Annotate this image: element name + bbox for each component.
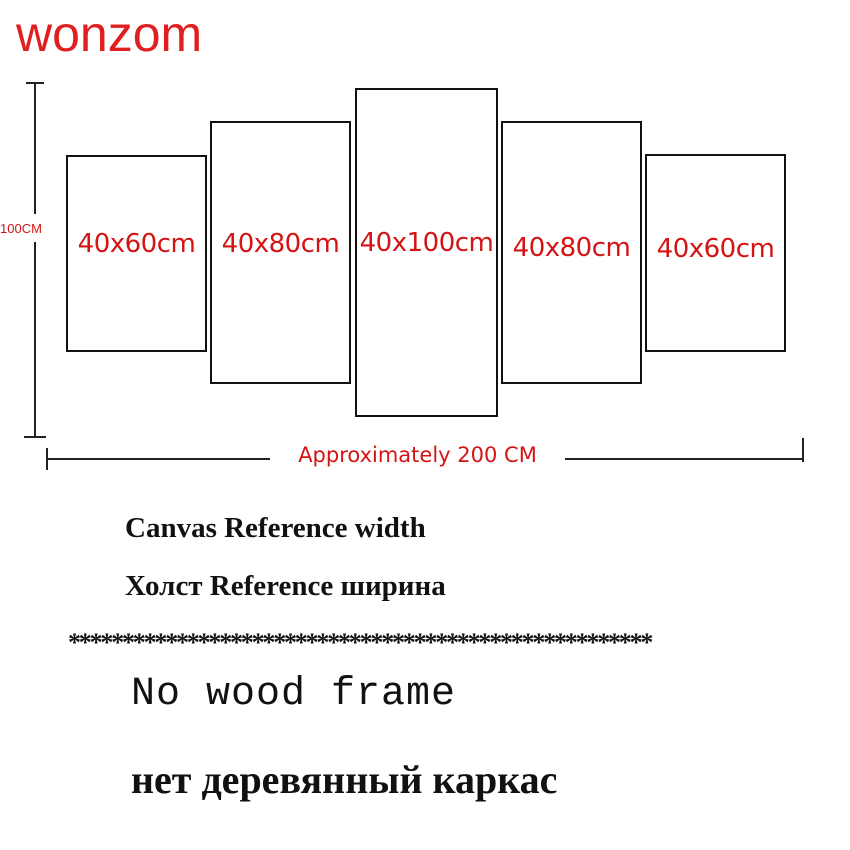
width-right-tick [802, 438, 804, 462]
panel-1: 40x60cm [66, 155, 207, 352]
panel-5: 40x60cm [645, 154, 786, 352]
panel-2-size-label: 40x80cm [221, 229, 340, 259]
panel-4: 40x80cm [501, 121, 642, 384]
panel-5-size-label: 40x60cm [656, 234, 775, 264]
height-dimension-line-top [34, 82, 36, 214]
caption-canvas-reference-ru: Холст Reference ширина [125, 570, 446, 602]
height-label: 100CM [0, 221, 42, 236]
height-dimension-line-bottom [34, 242, 36, 437]
no-wood-frame-text: No wood frame [131, 672, 457, 717]
width-label: Approximately 200 CM [270, 443, 565, 467]
height-bottom-tick [24, 436, 46, 438]
panel-3-size-label: 40x100cm [359, 228, 494, 258]
panel-3: 40x100cm [355, 88, 498, 417]
panel-2: 40x80cm [210, 121, 351, 384]
panel-1-size-label: 40x60cm [77, 229, 196, 259]
no-wood-frame-text-ru: нет деревянный каркас [131, 757, 558, 802]
caption-canvas-reference: Canvas Reference width [125, 512, 426, 544]
panel-4-size-label: 40x80cm [512, 233, 631, 263]
separator-stars: ****************************************… [68, 628, 653, 657]
brand-logo-text: wonzom [16, 6, 203, 62]
